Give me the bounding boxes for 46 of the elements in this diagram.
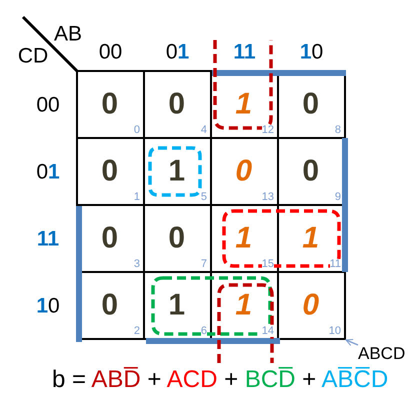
- cell-index: 3: [134, 259, 140, 270]
- cell-value: 0: [302, 290, 319, 320]
- column-header: 11: [233, 42, 256, 62]
- cell-value: 1: [168, 290, 185, 320]
- cell-index: 5: [200, 192, 207, 203]
- cell-value: 0: [235, 156, 252, 186]
- leader-line: [345, 339, 358, 346]
- cell-index: 11: [330, 259, 341, 270]
- cell-value: 0: [168, 222, 185, 253]
- row-header: 01: [36, 161, 60, 182]
- row-header: 00: [36, 94, 60, 115]
- column-header: 00: [98, 42, 122, 62]
- cell-value: 0: [101, 156, 118, 186]
- cell-value: 0: [101, 88, 118, 119]
- column-header: 01: [166, 42, 190, 62]
- cell-index: 15: [262, 259, 274, 270]
- row-header: 10: [36, 295, 60, 316]
- map-cell: [277, 271, 346, 340]
- axis-label: AB: [54, 24, 82, 44]
- cell-value: 1: [235, 290, 252, 320]
- cell-index: 13: [262, 192, 274, 203]
- cell-index: 6: [200, 326, 207, 337]
- equation: b = ABD̅ + ACD + BCD̅ + AB̅C̅D: [52, 368, 388, 392]
- cell-index: 0: [134, 125, 140, 136]
- cell-value: 1: [168, 156, 185, 186]
- cell-index: 12: [262, 125, 274, 136]
- cell-index: 1: [134, 192, 140, 203]
- cell-value: 0: [101, 290, 118, 320]
- variable-label: ABCD: [358, 345, 406, 362]
- cell-value: 1: [235, 88, 252, 119]
- cell-index: 8: [334, 125, 341, 136]
- axis-label: CD: [18, 46, 48, 66]
- cell-index: 4: [200, 125, 207, 136]
- cell-value: 0: [168, 88, 185, 119]
- cell-index: 9: [334, 192, 341, 203]
- cell-value: 1: [235, 222, 252, 253]
- column-header: 10: [300, 42, 324, 62]
- cell-value: 0: [101, 222, 118, 253]
- cell-index: 14: [262, 326, 274, 337]
- cell-value: 1: [302, 222, 319, 253]
- cell-value: 0: [302, 88, 319, 119]
- cell-index: 7: [200, 259, 207, 270]
- cell-value: 0: [302, 156, 319, 186]
- cell-index: 10: [328, 326, 341, 337]
- cell-index: 2: [134, 326, 140, 337]
- row-header: 11: [36, 228, 60, 249]
